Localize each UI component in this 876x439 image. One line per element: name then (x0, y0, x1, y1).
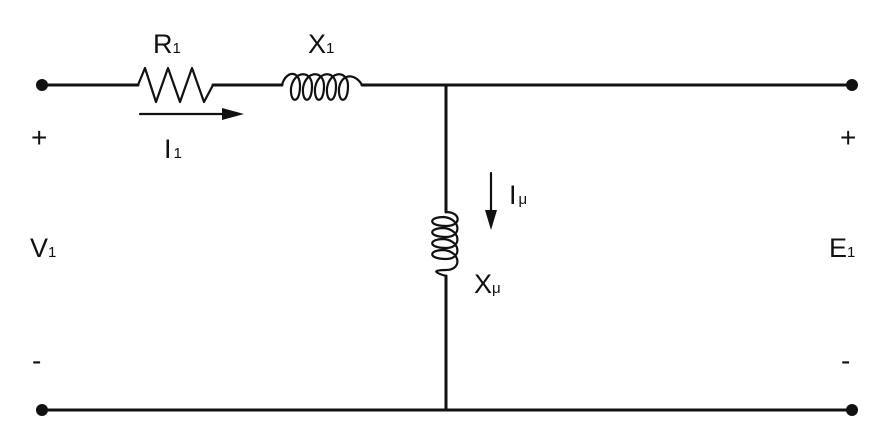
sign-plus-right: + (840, 122, 856, 153)
inductor-x1 (280, 72, 364, 101)
terminal-top-left (36, 79, 48, 91)
sign-minus-left: - (32, 345, 41, 376)
label-v1: V1 (30, 233, 56, 263)
label-x1: X1 (308, 29, 334, 59)
terminal-top-right (846, 79, 858, 91)
current-arrow-imu-head (485, 210, 497, 230)
label-xmu: Xμ (474, 269, 501, 299)
current-arrow-i1-head (222, 108, 244, 120)
label-e1: E1 (829, 233, 855, 263)
resistor-r1 (136, 66, 215, 104)
terminal-bottom-left (36, 404, 48, 416)
label-r1: R1 (153, 29, 181, 59)
terminal-bottom-right (846, 404, 858, 416)
inductor-xmu (431, 210, 459, 278)
sign-plus-left: + (31, 122, 47, 153)
sign-minus-right: - (841, 345, 850, 376)
